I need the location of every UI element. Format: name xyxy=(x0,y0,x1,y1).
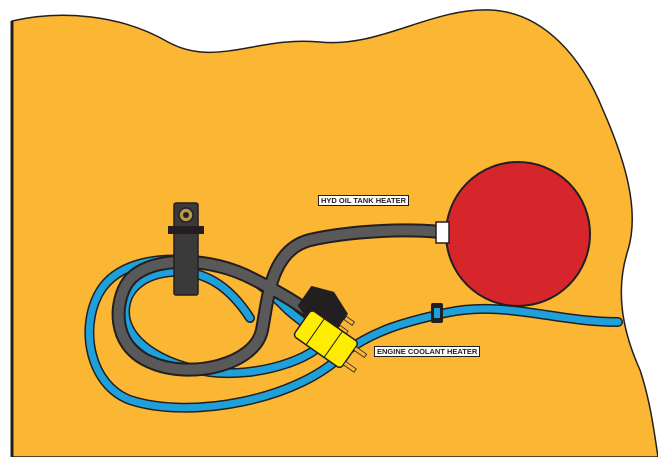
cord-clip xyxy=(431,303,443,323)
hyd-oil-tank-heater-cord xyxy=(111,223,447,377)
hyd-oil-tank-heater-label: HYD OIL TANK HEATER xyxy=(318,195,410,206)
tank-heater-connector xyxy=(435,221,450,244)
engine-coolant-heater-plug xyxy=(293,310,368,373)
cord-hanger-bracket xyxy=(168,202,204,296)
engine-coolant-heater-label: ENGINE COOLANT HEATER xyxy=(374,346,481,357)
hyd-oil-tank xyxy=(445,161,591,307)
